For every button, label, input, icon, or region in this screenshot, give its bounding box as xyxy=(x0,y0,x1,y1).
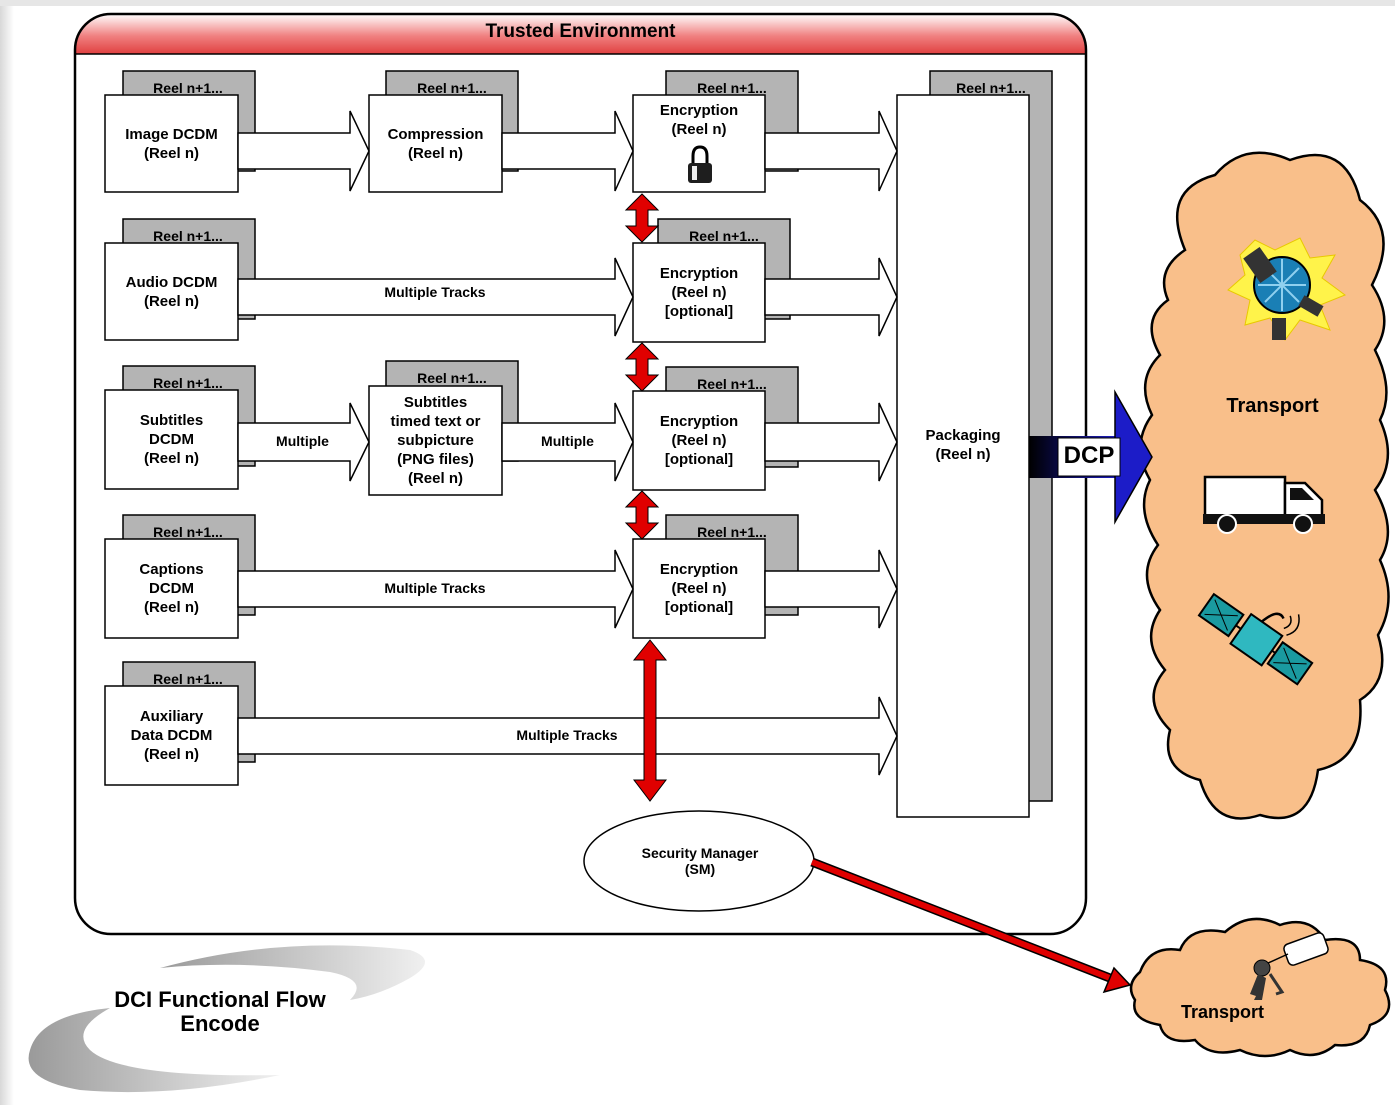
security-links xyxy=(624,193,668,802)
delivery-truck-icon xyxy=(1203,475,1325,534)
packaging-box xyxy=(896,94,1030,818)
dcp-arrow xyxy=(1029,389,1153,525)
audio-dcdm-box xyxy=(104,242,239,341)
key-icon xyxy=(1250,932,1329,1000)
compression-box xyxy=(368,94,503,193)
captions-dcdm-box xyxy=(104,538,239,639)
flow-arrows xyxy=(237,110,898,776)
security-manager-ellipse xyxy=(583,810,815,912)
key-delivery-arrow xyxy=(810,857,1132,994)
subtitle-process-box xyxy=(368,385,503,496)
footer-swoosh xyxy=(28,945,425,1093)
encryption-box-3 xyxy=(632,390,766,491)
encryption-box-1 xyxy=(632,94,766,193)
encryption-box-2 xyxy=(632,242,766,343)
satellite-icon xyxy=(1197,592,1314,686)
padlock-icon xyxy=(688,145,712,183)
image-dcdm-box xyxy=(104,94,239,193)
subtitles-dcdm-box xyxy=(104,389,239,490)
auxiliary-dcdm-box xyxy=(104,685,239,786)
encryption-box-4 xyxy=(632,538,766,639)
satellite-dish-icon xyxy=(1227,237,1347,341)
